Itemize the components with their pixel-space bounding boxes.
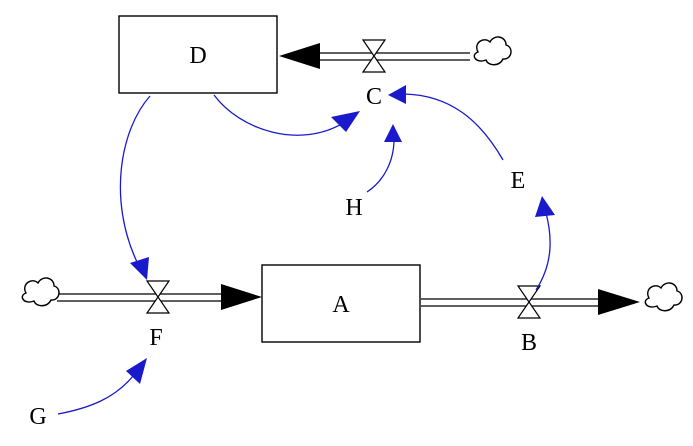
- link-e-to-c: [388, 85, 504, 161]
- link-b-to-e: [535, 196, 555, 291]
- link-e-to-c-arrowhead: [388, 85, 406, 104]
- variable-e-label[interactable]: E: [511, 168, 526, 194]
- link-d-to-c: [213, 94, 360, 136]
- link-d-to-c-arrowhead: [331, 111, 360, 132]
- link-g-to-f: [57, 358, 147, 415]
- variable-h-label[interactable]: H: [345, 195, 362, 221]
- flow-b-label: B: [521, 330, 537, 356]
- flow-c-valve-icon: [361, 39, 387, 73]
- cloud-c-source-icon: [473, 36, 512, 66]
- cloud-b-sink-icon: [644, 282, 683, 312]
- flow-b-valve-icon: [516, 285, 542, 319]
- stock-a-label: A: [332, 292, 350, 318]
- link-g-to-f-arrowhead: [126, 358, 147, 384]
- link-h-to-c-arrowhead: [384, 124, 402, 142]
- flow-f-label: F: [149, 325, 162, 351]
- cloud-f-source-icon: [21, 277, 60, 307]
- link-h-to-c: [366, 124, 402, 193]
- stock-d[interactable]: D: [118, 15, 278, 94]
- flow-b-arrowhead: [598, 289, 640, 315]
- variable-g-label[interactable]: G: [29, 404, 46, 430]
- stock-a[interactable]: A: [261, 264, 421, 343]
- flow-c-label: C: [366, 84, 382, 110]
- link-b-to-e-arrowhead: [535, 196, 555, 217]
- stock-d-label: D: [189, 43, 206, 69]
- flow-f-arrowhead: [221, 284, 262, 310]
- flow-c-arrowhead: [279, 43, 320, 69]
- link-d-to-f: [119, 95, 151, 280]
- flow-b[interactable]: B: [421, 285, 640, 356]
- flow-f-valve-icon: [145, 280, 171, 314]
- flow-c[interactable]: C: [279, 39, 470, 110]
- flow-f[interactable]: F: [57, 280, 262, 351]
- link-d-to-f-arrowhead: [130, 257, 149, 280]
